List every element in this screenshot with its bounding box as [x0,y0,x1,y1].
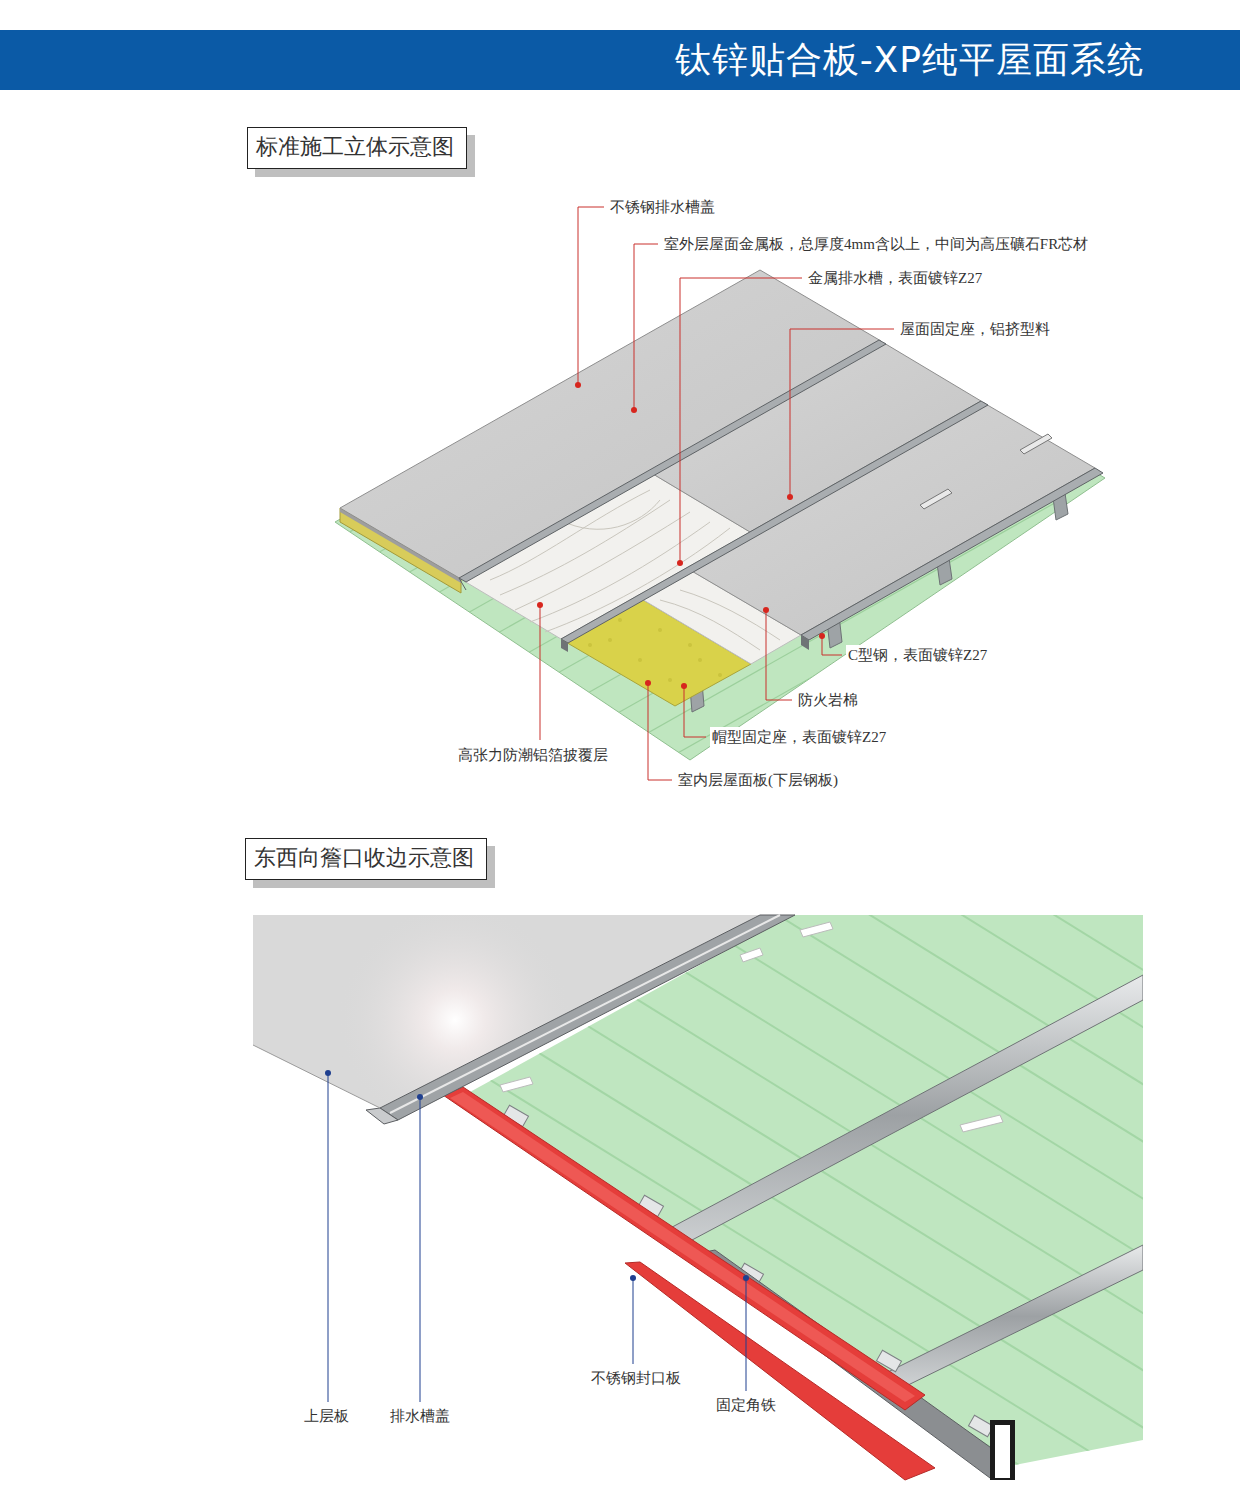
art-shape [561,401,988,643]
art-shape [634,244,658,410]
art-shape [743,1275,749,1281]
art-shape [575,382,581,388]
art-shape [633,1278,634,1364]
section-heading: 东西向簷口收边示意图 [246,839,482,877]
art-shape [325,1070,331,1076]
art-shape [801,635,809,650]
art-shape [417,1094,423,1100]
art-shape [588,643,592,647]
art-shape [459,578,466,590]
art-shape [888,1245,1143,1388]
art-shape [740,720,1240,1340]
art-shape [960,1115,1003,1132]
art-shape [681,683,687,689]
art-shape [690,403,1095,635]
art-shape [648,975,1143,1256]
art-shape [680,740,1240,1360]
art-shape [718,673,722,677]
art-shape [800,922,833,937]
callout-label: 不锈钢封口板 [589,1368,683,1388]
art-shape [630,1275,636,1281]
section-heading: 标准施工立体示意图 [248,128,462,166]
art-shape [968,1415,993,1436]
callout-dots [325,1070,749,1281]
callout-label: 帽型固定座，表面镀锌Z27 [710,727,888,747]
art-shape [560,780,1240,1400]
art-shape [920,489,952,509]
art-shape [766,610,792,700]
art-shape [618,618,622,622]
art-shape [990,1420,1015,1480]
art-shape [328,1073,329,1402]
art-shape [995,1425,1010,1478]
art-shape [698,658,702,662]
callout-label: 固定角铁 [714,1395,778,1415]
art-shape [819,633,825,639]
callout-label: 排水槽盖 [388,1406,452,1426]
art-shape [684,686,706,737]
art-shape [561,639,568,652]
art-shape [638,658,642,662]
roof-isometric [300,270,1120,800]
art-shape [540,605,541,740]
callout-label: 金属排水槽，表面镀锌Z27 [806,268,984,288]
art-shape [746,1278,747,1391]
art-shape [608,638,612,642]
art-shape [790,329,894,497]
art-shape [787,494,793,500]
art-shape [500,1077,533,1092]
eave-perspective [140,680,1240,1507]
art-shape [503,1105,993,1436]
callout-label: 上层板 [302,1406,351,1426]
section-heading-box: 东西向簷口收边示意图 [245,838,487,880]
art-shape [645,680,651,686]
callout-label: 屋面固定座，铝挤型料 [898,319,1052,339]
art-shape [253,1045,380,1108]
callout-label: 室内层屋面板(下层钢板) [676,770,840,790]
art-shape [860,680,1240,1300]
callout-label: 高张力防潮铝箔披覆层 [456,745,610,765]
art-shape [660,600,760,650]
art-shape [500,800,1240,1420]
art-shape [390,915,780,1113]
art-shape [763,607,769,613]
art-shape [801,468,1103,640]
art-shape [620,760,1240,1380]
leader-lines [328,1073,746,1402]
art-shape [537,602,543,608]
art-shape [658,628,662,632]
callout-label: 不锈钢排水槽盖 [608,197,717,217]
art-shape [440,820,1240,1440]
art-shape [140,680,1240,1507]
art-shape [420,1097,421,1402]
art-shape [648,683,672,780]
art-shape [200,900,1200,1507]
art-shape [459,340,886,582]
art-shape [800,700,1240,1320]
callout-label: 室外层屋面金属板，总厚度4mm含以上，中间为高压礦石FR芯材 [662,234,1090,254]
art-shape [380,915,795,1120]
art-shape [450,1092,915,1402]
art-shape [631,407,637,413]
art-shape [740,948,763,962]
art-shape [253,915,760,1108]
page-title: 钛锌贴合板-XP纯平屋面系统 [675,34,1144,86]
art-shape [677,560,683,566]
art-shape [822,636,842,655]
leader-lines [540,207,894,780]
art-shape [668,678,672,682]
callout-dots [537,382,825,689]
art-shape [680,278,802,563]
art-shape [1020,434,1052,454]
art-shape [443,1087,925,1410]
art-shape [688,643,692,647]
callout-label: 防火岩棉 [796,690,860,710]
art-shape [578,207,604,385]
callout-label: C型钢，表面镀锌Z27 [846,645,989,665]
section-heading-box: 标准施工立体示意图 [247,127,467,169]
art-shape [253,915,760,1108]
